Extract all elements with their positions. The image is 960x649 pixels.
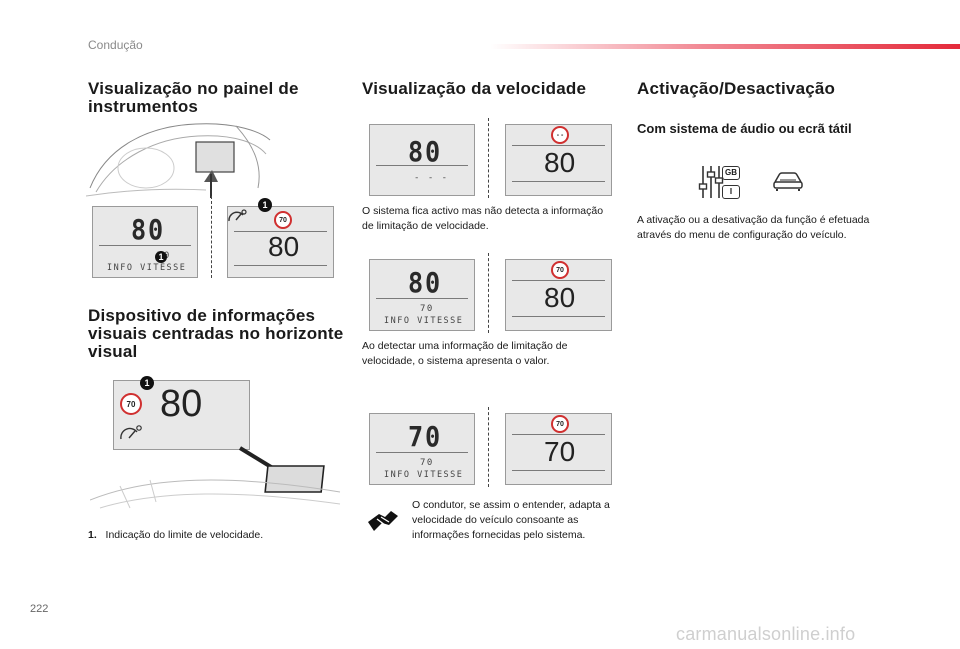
instrument-screen: 80 - - - — [369, 124, 475, 196]
vehicle-icon — [773, 172, 803, 191]
caption-driver-adapts: O condutor, se assim o entender, adapta … — [412, 499, 610, 541]
speed-readout: 80 — [268, 231, 300, 262]
speed-limit-sign: 70 — [551, 261, 569, 279]
caption-detection: Ao detectar uma informação de limitação … — [362, 340, 568, 367]
speed-limiter-icon — [120, 425, 142, 440]
instrument-screen: 80 70 INFO VITESSE 1 — [92, 206, 198, 278]
legend-number: 1. — [88, 529, 97, 541]
hud-projector-illustration — [90, 446, 341, 509]
watermark: carmanualsonline.info — [676, 624, 856, 644]
hud-screen: 80 70 — [113, 380, 250, 450]
speed-limit-sign: 70 — [274, 211, 292, 229]
callout-1: 1 — [258, 198, 272, 212]
subheading-audio-touchscreen: Com sistema de áudio ou ecrã tátil — [637, 121, 852, 136]
callout-1: 1 — [155, 251, 167, 263]
activation-text: A ativação ou a desativação da função é … — [637, 214, 870, 241]
speed-readout: 70 — [408, 420, 442, 453]
speed-readout: 80 — [544, 147, 576, 178]
speed-readout: 80 — [131, 213, 165, 246]
dashboard-illustration — [86, 123, 271, 198]
divider-line — [488, 407, 489, 487]
limit-readout: 70 — [420, 458, 434, 468]
no-limit-dashes: - - - — [414, 173, 449, 183]
limit-readout: 70 — [420, 304, 434, 314]
speed-readout: 70 — [544, 436, 576, 467]
callout-1: 1 — [140, 376, 154, 390]
legend-item: 1. Indicação do limite de velocidade. — [88, 528, 348, 543]
info-vitesse-label: INFO VITESSE — [107, 263, 187, 273]
divider-line — [488, 118, 489, 198]
heading-activation: Activação/Desactivação — [637, 79, 836, 98]
speed-limit-sign: 70 — [120, 393, 142, 415]
heading-hud: Dispositivo de informações visuais centr… — [88, 306, 344, 361]
heading-speed-display: Visualização da velocidade — [362, 79, 587, 98]
header-bar — [490, 44, 960, 49]
color-screen: 70 80 — [505, 259, 612, 331]
instrument-screen: 70 70 INFO VITESSE — [369, 413, 475, 485]
heading-instrument-panel: Visualização no painel de instrumentos — [88, 79, 299, 116]
speed-limit-sign: 70 — [551, 415, 569, 433]
speed-readout: 80 — [544, 282, 576, 313]
instrument-screen: 80 70 INFO VITESSE — [369, 259, 475, 331]
info-vitesse-label: INFO VITESSE — [384, 316, 464, 326]
color-screen: 80 70 — [227, 206, 334, 278]
page-number: 222 — [30, 603, 49, 615]
settings-sliders-icon — [698, 166, 724, 198]
language-gb-icon: GB — [722, 166, 740, 180]
unknown-limit-sign: - - — [551, 126, 569, 144]
speed-readout: 80 — [408, 266, 442, 299]
speed-readout: 80 — [408, 135, 442, 168]
driver-hand-icon — [368, 511, 398, 531]
divider-line — [211, 196, 212, 278]
color-screen: 70 70 — [505, 413, 612, 485]
speed-limiter-icon — [228, 209, 247, 222]
info-i-icon: I — [722, 185, 740, 199]
legend-text: Indicação do limite de velocidade. — [105, 529, 264, 541]
color-screen: - - 80 — [505, 124, 612, 196]
section-label: Condução — [88, 38, 143, 52]
info-vitesse-label: INFO VITESSE — [384, 470, 464, 480]
divider-line — [488, 253, 489, 333]
speed-readout: 80 — [160, 383, 203, 425]
caption-no-detection: O sistema fica activo mas não detecta a … — [362, 205, 604, 232]
